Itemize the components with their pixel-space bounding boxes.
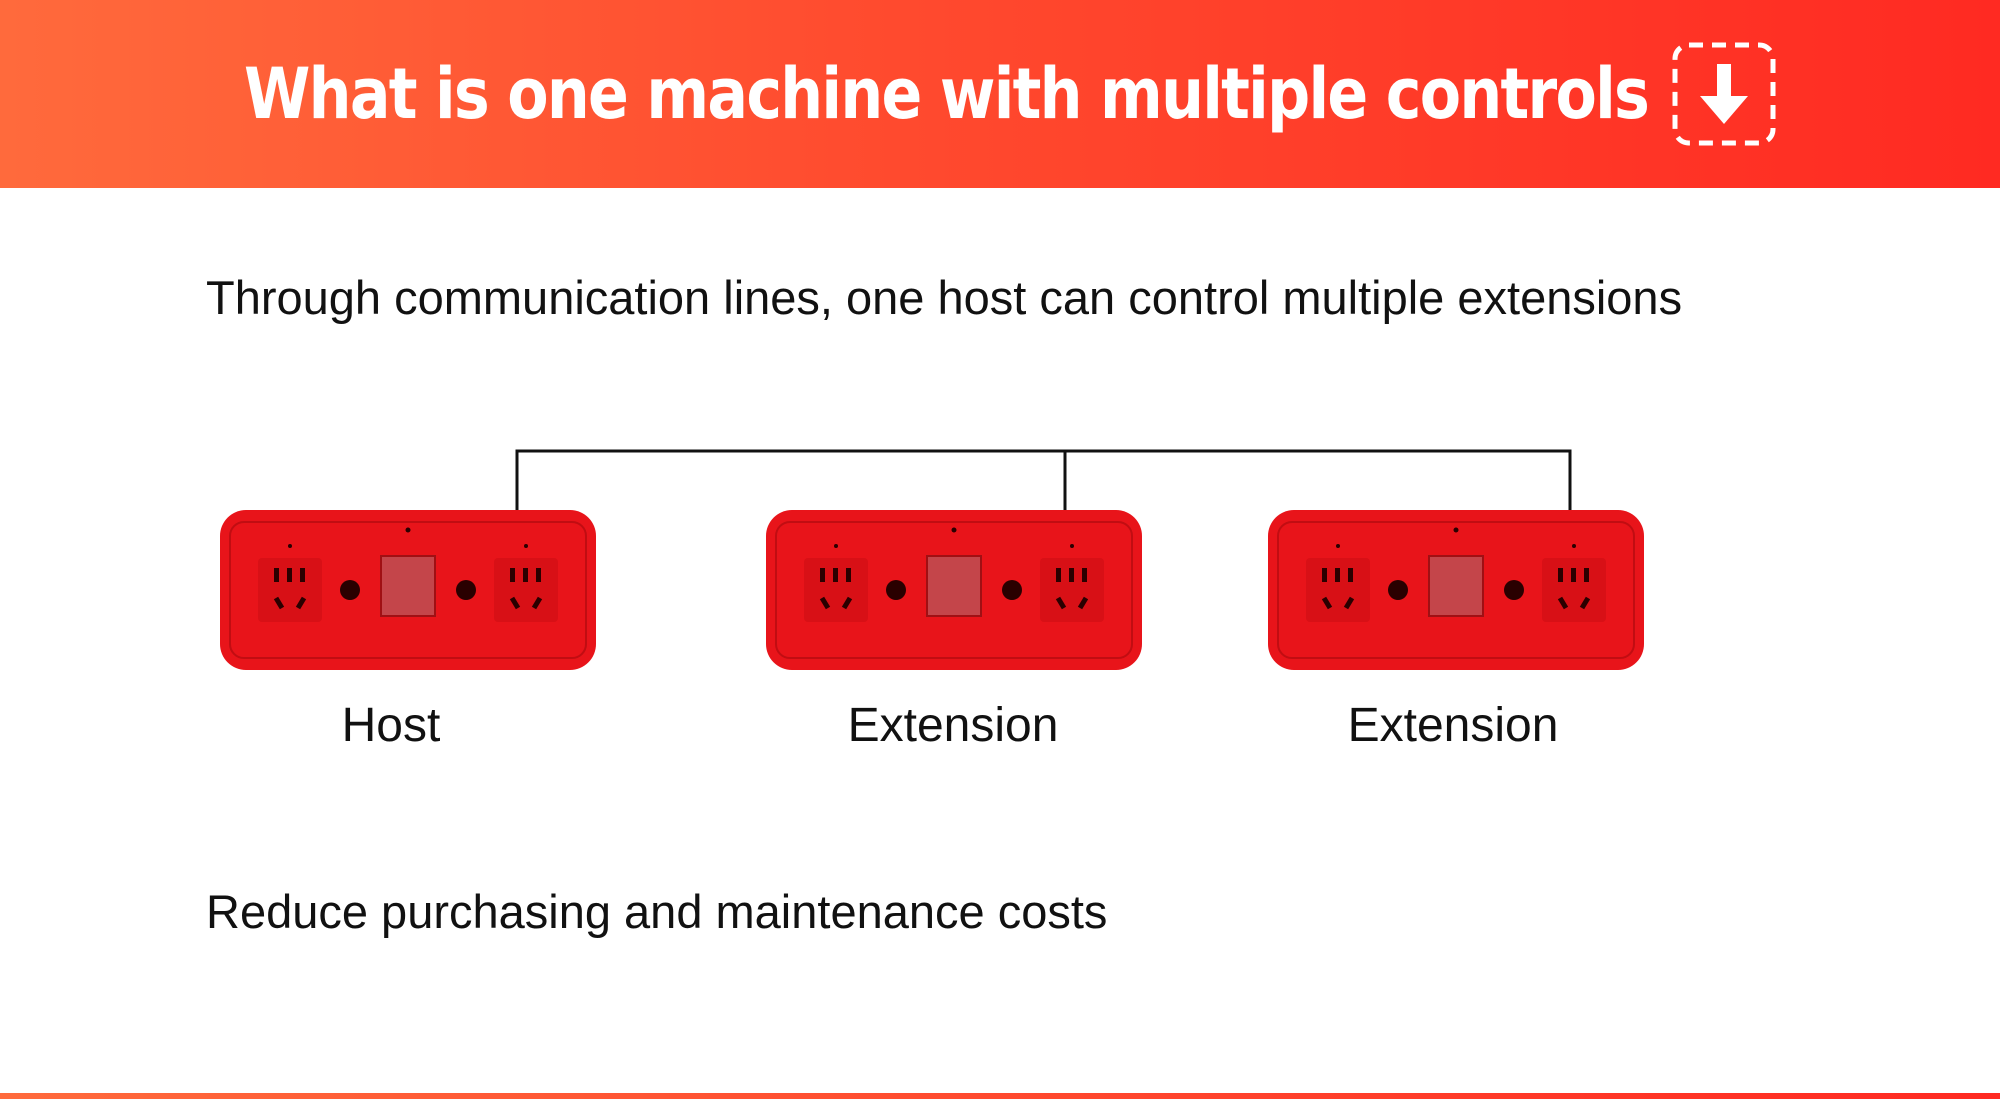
footer-divider [0,1093,2000,1099]
extension-label-2: Extension [1347,699,1559,752]
extension-device-2 [1268,510,1644,670]
title-banner: What is one machine with multiple contro… [0,0,2000,188]
page-title: What is one machine with multiple contro… [244,53,1650,135]
extension-device-1 [766,510,1142,670]
host-device [220,510,596,670]
extension-label-1: Extension [847,699,1059,752]
host-label: Host [341,699,441,752]
subtitle-text: Through communication lines, one host ca… [206,271,1683,324]
benefit-text: Reduce purchasing and maintenance costs [206,885,1108,938]
download-arrow-icon[interactable] [1670,40,1778,148]
